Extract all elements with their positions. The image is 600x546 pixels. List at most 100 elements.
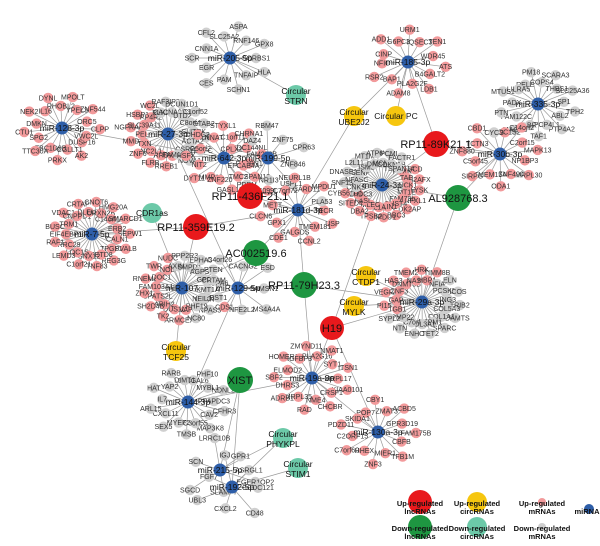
- mirna-node-mir-24-3p[interactable]: miR-24-3p: [362, 178, 402, 192]
- mirna-node-mir-185-3p[interactable]: miR-185-3p: [386, 55, 431, 69]
- mrna-node-smarcd1[interactable]: SMARCD1: [108, 213, 143, 224]
- mrna-node-tmsb[interactable]: TMSB: [177, 429, 197, 440]
- mrna-node-tfb1m[interactable]: TFB1M: [391, 451, 414, 462]
- mrna-node-cnppd1[interactable]: CNPPD1: [63, 210, 92, 222]
- mrna-node-eif4ebp1[interactable]: EIF4EBP1: [50, 228, 83, 240]
- mrna-node-enho[interactable]: ENHO: [404, 328, 425, 339]
- mrna-node-fam133b[interactable]: FAM133B: [162, 149, 194, 160]
- mrna-node-zmat3[interactable]: ZMAT3: [376, 405, 399, 417]
- mrna-node-ppp2r3[interactable]: PPP2R3: [171, 250, 198, 261]
- mrna-node-mpdu1[interactable]: MPDU1: [312, 181, 337, 192]
- mrna-node-pi15[interactable]: PI15: [377, 300, 392, 311]
- mrna-node-dhrs3[interactable]: DHRS3: [275, 379, 299, 391]
- mrna-node-adamts[interactable]: ADAMTS: [441, 312, 471, 324]
- mrna-node-samsn1[interactable]: SAMSN1: [250, 283, 279, 294]
- mrna-node-ntn[interactable]: NTN: [393, 323, 407, 334]
- mrna-node-tmem2[interactable]: TMEM2: [394, 267, 419, 278]
- mrna-node-cdr2[interactable]: CDR2: [196, 132, 215, 143]
- mrna-node-epha3[interactable]: EPHA3: [189, 254, 212, 266]
- mrna-node-itsn1[interactable]: ITSN1: [338, 362, 358, 373]
- mrna-node-hbp1[interactable]: HBP1: [418, 275, 436, 286]
- mrna-node-scd[interactable]: SCD: [408, 163, 423, 175]
- mrna-node-nol[interactable]: NOL: [160, 264, 175, 275]
- mrna-node-sh2d4b[interactable]: SH2D4B: [137, 301, 165, 312]
- mrna-node-pmp22[interactable]: PMP22: [391, 311, 414, 323]
- mrna-node-phf10[interactable]: PHF10: [196, 369, 218, 380]
- mrna-node-dus1l[interactable]: DUS1L: [163, 303, 186, 315]
- mrna-node-ak2[interactable]: AK2: [75, 150, 88, 161]
- mrna-node-twr[interactable]: TWR: [146, 260, 162, 272]
- mrna-node-ces[interactable]: CES: [199, 78, 214, 89]
- mrna-node-tgb1[interactable]: TGB1: [388, 303, 407, 315]
- mrna-node-ptp4a2[interactable]: PTP4A2: [549, 123, 575, 135]
- mrna-node-raf1[interactable]: RAF1: [46, 236, 64, 248]
- mrna-node-slc25a2[interactable]: SLC25A2: [209, 31, 239, 42]
- mrna-node-wdr45[interactable]: WDR45: [421, 50, 446, 62]
- mrna-node-il16[interactable]: IL16: [38, 105, 52, 117]
- mrna-node-skida1[interactable]: SKIDA1: [345, 413, 370, 424]
- mrna-node-dynl[interactable]: DYNL: [39, 92, 58, 104]
- mrna-node-galgds[interactable]: GALGDS: [280, 226, 310, 238]
- mirna-node-mir-192-5p[interactable]: miR-192-5p: [210, 480, 255, 494]
- mrna-node-np1bp3[interactable]: NP1BP3: [511, 155, 538, 166]
- mrna-node-b4galt2[interactable]: B4GALT2: [415, 68, 445, 80]
- mrna-node-efcab4a[interactable]: EFCAB4A: [228, 160, 260, 171]
- mirna-node-mir-7-5p[interactable]: miR-7-5p: [75, 227, 110, 241]
- mrna-node-mett[interactable]: METT: [263, 199, 283, 211]
- mrna-node-urxn2b[interactable]: URXN2B: [87, 208, 116, 219]
- mrna-node-cby1[interactable]: CBY1: [366, 394, 384, 405]
- mrna-node-nek2[interactable]: NEK2: [20, 106, 39, 117]
- mrna-node-neil1[interactable]: NEIL1: [192, 293, 212, 304]
- mrna-node-sypl2[interactable]: SYPL2: [378, 313, 400, 324]
- mrna-node-c1orf52[interactable]: C1orf52: [183, 106, 208, 117]
- mrna-node-adrb1[interactable]: ADRB1: [271, 392, 294, 404]
- mrna-node-c7orf60[interactable]: C7orf60: [334, 445, 359, 456]
- mirna-node-mir-642-3p[interactable]: miR-642-3p: [202, 151, 247, 165]
- mrna-node-c5orf2[interactable]: C5orf2: [190, 143, 211, 154]
- mrna-node-nfxl1[interactable]: NFXL1: [404, 195, 426, 206]
- mrna-node-cpr63[interactable]: CPR63: [293, 141, 316, 153]
- mrna-node-lilra5[interactable]: LILRA5: [507, 84, 530, 95]
- lncrna-node-ac002519-6[interactable]: AC002519.6: [225, 240, 287, 266]
- mrna-node-tctn3[interactable]: TCTN3: [466, 138, 489, 149]
- mrna-node-gpx1[interactable]: GPX1: [267, 217, 286, 228]
- mrna-node-cplx2[interactable]: CPLX2: [220, 143, 243, 155]
- mirna-node-mir-29a-3p[interactable]: miR-29a-3p: [400, 295, 445, 309]
- mrna-node-npas3[interactable]: NPAS3: [199, 304, 222, 316]
- mrna-node-loc1s[interactable]: LOC1S: [66, 247, 89, 258]
- mrna-node-znf3[interactable]: ZNF3: [391, 285, 409, 297]
- mrna-node-c7orf72[interactable]: C7orf72: [273, 185, 298, 196]
- mrna-node-nasp[interactable]: NASP: [407, 275, 426, 286]
- mrna-node-c7orf[interactable]: C7orf: [403, 317, 420, 328]
- mrna-node-add1[interactable]: ADD1: [372, 34, 391, 45]
- mrna-node-icos[interactable]: ICOS: [449, 286, 467, 297]
- mrna-node-pcgllt1[interactable]: PCGLLT1: [52, 144, 83, 155]
- mrna-node-vdac1[interactable]: VDAC1: [52, 207, 75, 218]
- mrna-node-h2afx[interactable]: H2AFX: [408, 174, 431, 185]
- mrna-node-tk2[interactable]: TK2: [157, 310, 170, 322]
- mrna-node-bap1[interactable]: BAP1: [383, 74, 401, 85]
- mrna-node-ubl3[interactable]: UBL3: [188, 494, 206, 506]
- mirna-node-mir-205-5p[interactable]: miR-205-5p: [208, 51, 253, 65]
- mrna-node-asrgl1[interactable]: ASRGL1: [235, 464, 263, 476]
- mrna-node-sbf2[interactable]: SBF2: [265, 371, 283, 383]
- mrna-node-dna[interactable]: DNA: [367, 158, 382, 170]
- mrna-node-scara3[interactable]: SCARA3: [542, 70, 570, 81]
- mrna-node-rnf146[interactable]: RNF146: [233, 35, 259, 46]
- mrna-node-ccnl2[interactable]: CCNL2: [298, 235, 321, 247]
- mrna-node-chcbr[interactable]: CHCBR: [318, 401, 343, 412]
- mrna-node-mpdu1[interactable]: MPDU1: [372, 212, 397, 223]
- mrna-node-sepw1[interactable]: SEPW1: [118, 228, 143, 239]
- mirna-node-mir-128-3p[interactable]: miR-128-3p: [40, 121, 85, 135]
- mrna-node-dleu7[interactable]: DLEU7: [77, 206, 100, 218]
- mrna-node-plin1[interactable]: PLIN1: [378, 201, 398, 212]
- mrna-node-arih2[interactable]: ARIH2: [154, 299, 175, 310]
- mrna-node-mpolt[interactable]: MPOLT: [61, 91, 85, 103]
- mrna-node-znf220[interactable]: ZNF220: [207, 174, 233, 186]
- mrna-node-myef2[interactable]: MYEF2: [167, 417, 190, 428]
- mrna-node-oda1[interactable]: ODA1: [491, 181, 510, 192]
